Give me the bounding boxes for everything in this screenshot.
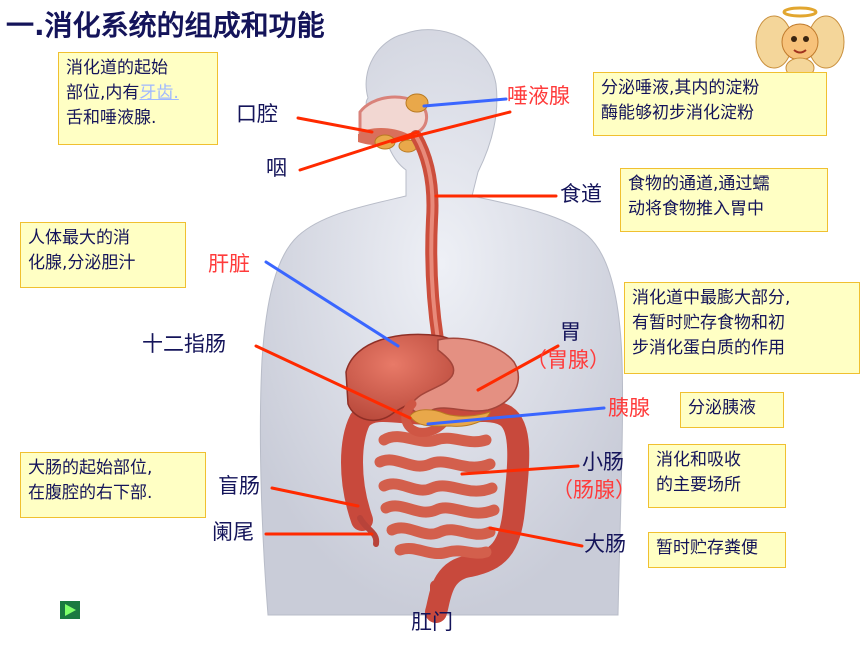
note-liver: 人体最大的消 化腺,分泌胆汁 xyxy=(20,222,186,288)
pointer-large-intestine xyxy=(488,526,584,548)
pointer-mouth xyxy=(296,116,374,134)
note-pancreas: 分泌胰液 xyxy=(680,392,784,428)
pointer-cecum xyxy=(270,486,360,508)
note-liver-line1: 人体最大的消 xyxy=(28,228,130,248)
note-esophagus-line2: 动将食物推入胃中 xyxy=(628,199,764,219)
note-stomach-line1: 消化道中最膨大部分, xyxy=(632,288,791,308)
page-title: 一.消化系统的组成和功能 xyxy=(6,9,325,42)
label-gastric-gland: （胃腺） xyxy=(526,348,610,372)
note-esophagus-line1: 食物的通道,通过蠕 xyxy=(628,174,770,194)
note-mouth-line1: 消化道的起始 xyxy=(66,58,168,78)
pointer-salivary xyxy=(422,97,508,108)
small-intestine xyxy=(374,431,500,559)
label-salivary-gland: 唾液腺 xyxy=(507,84,570,108)
note-stomach-line3: 步消化蛋白质的作用 xyxy=(632,338,785,358)
note-mouth-line3: 舌和唾液腺. xyxy=(66,108,157,128)
salivary-gland-upper xyxy=(405,93,429,113)
teeth-link[interactable]: 牙齿. xyxy=(139,83,179,103)
label-esophagus: 食道 xyxy=(560,182,602,206)
label-appendix: 阑尾 xyxy=(212,520,254,544)
note-stomach: 消化道中最膨大部分, 有暂时贮存食物和初 步消化蛋白质的作用 xyxy=(624,282,860,374)
note-mouth-line2-text: 部位,内有 xyxy=(66,83,140,103)
pointer-lines xyxy=(254,97,606,548)
pointer-pharynx xyxy=(298,130,420,172)
pointer-small-intestine xyxy=(460,464,580,476)
note-esophagus: 食物的通道,通过蠕 动将食物推入胃中 xyxy=(620,168,828,232)
note-salivary: 分泌唾液,其内的淀粉 酶能够初步消化淀粉 xyxy=(593,72,827,136)
angel-icon xyxy=(755,6,845,79)
pancreas xyxy=(409,409,491,427)
note-mouth-line2: 部位,内有牙齿. xyxy=(66,81,210,106)
note-liver-line2: 化腺,分泌胆汁 xyxy=(28,253,136,273)
note-pancreas-line1: 分泌胰液 xyxy=(688,398,756,418)
note-salivary-line1: 分泌唾液,其内的淀粉 xyxy=(601,78,760,98)
label-anus: 肛门 xyxy=(411,610,453,634)
note-large-intestine-start: 大肠的起始部位, 在腹腔的右下部. xyxy=(20,452,206,518)
label-small-intestine: 小肠 xyxy=(582,450,624,474)
note-large-start-line1: 大肠的起始部位, xyxy=(28,458,153,478)
note-small-line2: 的主要场所 xyxy=(656,475,741,495)
label-duodenum: 十二指肠 xyxy=(142,332,226,356)
note-salivary-line2: 酶能够初步消化淀粉 xyxy=(601,103,754,123)
label-pancreas: 胰腺 xyxy=(608,396,650,420)
note-stomach-line2: 有暂时贮存食物和初 xyxy=(632,313,785,333)
label-large-intestine: 大肠 xyxy=(584,532,626,556)
label-cecum: 盲肠 xyxy=(218,474,260,498)
label-stomach: 胃 xyxy=(560,320,581,344)
label-liver: 肝脏 xyxy=(208,252,250,276)
esophagus-highlight xyxy=(414,134,440,342)
label-intestinal-gland: （肠腺） xyxy=(552,478,636,502)
play-button[interactable] xyxy=(60,601,80,619)
cecum-appendix xyxy=(357,515,380,547)
pointer-lower-gland xyxy=(390,110,512,144)
note-mouth: 消化道的起始 部位,内有牙齿. 舌和唾液腺. xyxy=(58,52,218,145)
note-large-intestine: 暂时贮存粪便 xyxy=(648,532,786,568)
pointer-duodenum xyxy=(254,344,412,420)
note-large-start-line2: 在腹腔的右下部. xyxy=(28,483,153,503)
pointer-stomach xyxy=(476,344,560,392)
note-small-line1: 消化和吸收 xyxy=(656,450,741,470)
note-small-intestine: 消化和吸收 的主要场所 xyxy=(648,444,786,508)
note-large-line1: 暂时贮存粪便 xyxy=(656,538,758,558)
pointer-pancreas xyxy=(426,406,606,426)
label-pharynx: 咽 xyxy=(266,156,287,180)
pointer-liver xyxy=(264,260,400,348)
label-mouth: 口腔 xyxy=(236,102,278,126)
